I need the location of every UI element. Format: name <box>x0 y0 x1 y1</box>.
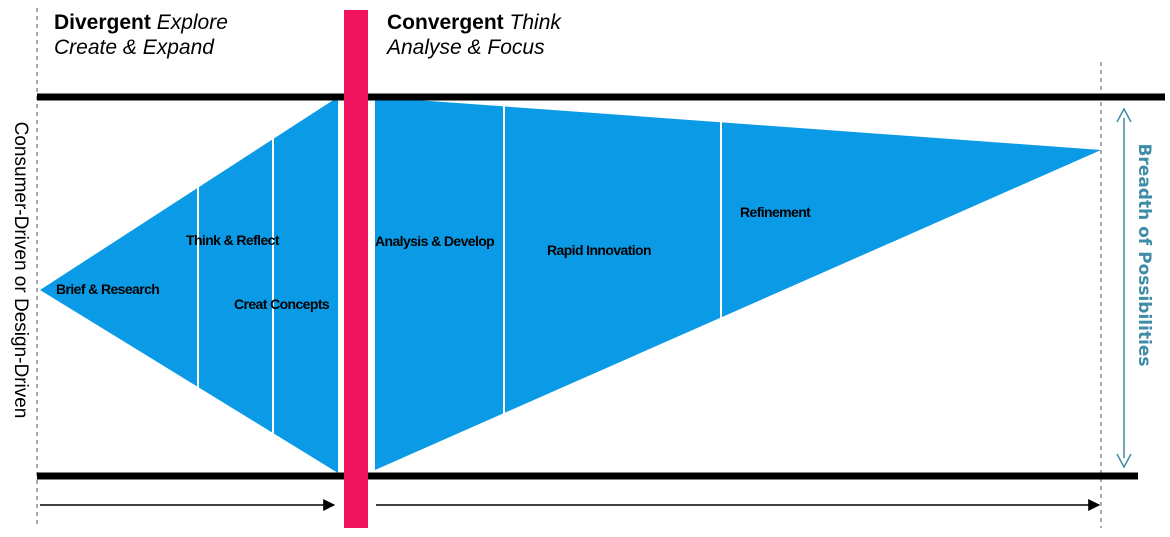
divergent-title: Divergent <box>54 11 151 34</box>
stage-label-creat-concepts: Creat Concepts <box>234 296 330 312</box>
stage-label-analysis-develop: Analysis & Develop <box>375 233 495 249</box>
convergent-subtitle: Think <box>509 11 561 34</box>
breadth-arrow-head-top <box>1116 107 1132 123</box>
stage-label-refinement: Refinement <box>740 204 811 220</box>
convergent-heading: Convergent Think Analyse & Focus <box>387 10 561 60</box>
convergent-shape <box>375 97 1101 470</box>
convergent-title: Convergent <box>387 11 504 34</box>
stage-label-think-reflect: Think & Reflect <box>186 232 280 248</box>
convergent-tagline: Analyse & Focus <box>387 36 545 59</box>
stage-label-brief-research: Brief & Research <box>56 281 160 297</box>
stage-label-rapid-innovation: Rapid Innovation <box>547 242 652 258</box>
divergent-heading: Divergent Explore Create & Expand <box>54 10 228 60</box>
consumer-design-driven-label: Consumer-Driven or Design-Driven <box>10 121 31 419</box>
phase-divider-bar <box>344 10 368 528</box>
divergent-shape <box>40 97 338 473</box>
divergent-subtitle: Explore <box>156 11 228 34</box>
breadth-arrow-head-bottom <box>1116 453 1132 469</box>
breadth-of-possibilities-label: Breadth of Possibilities <box>1134 143 1154 367</box>
divergent-tagline: Create & Expand <box>54 36 214 59</box>
